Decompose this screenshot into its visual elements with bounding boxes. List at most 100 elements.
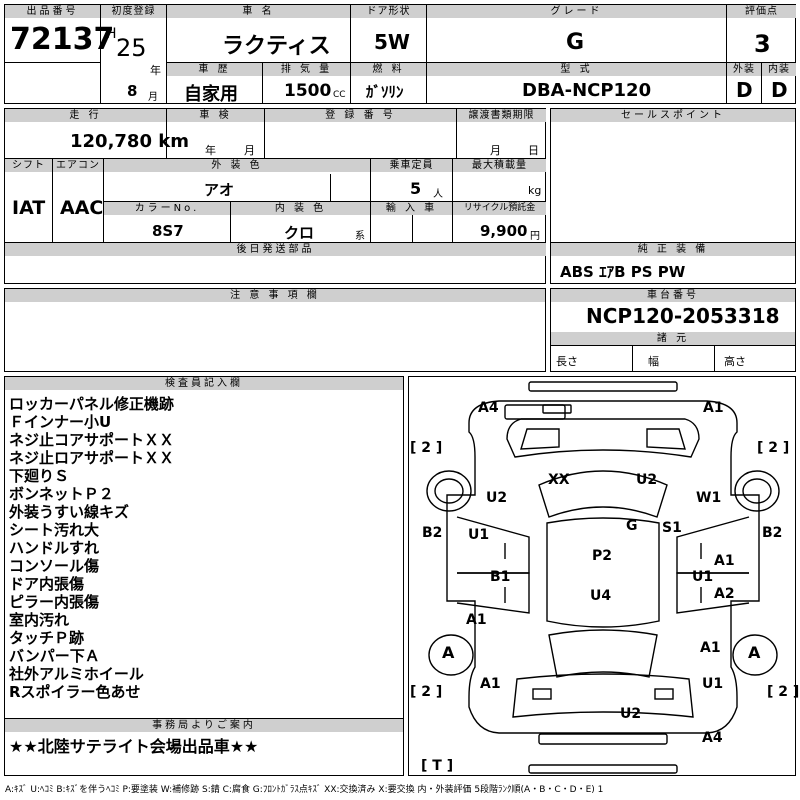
damage-mark: [ 2 ]	[757, 440, 790, 456]
chassis-block	[550, 288, 796, 372]
caution-block	[4, 288, 546, 372]
damage-mark: U4	[590, 588, 612, 604]
door-label: ドア形状	[351, 5, 426, 18]
width-label: 幅	[648, 355, 659, 368]
inspector-note-line: ドア内張傷	[9, 575, 85, 593]
damage-mark: [ 2 ]	[767, 684, 800, 700]
equipment-label: 純 正 装 備	[551, 243, 795, 256]
lot-no-label: 出品番号	[5, 5, 100, 18]
damage-mark: A4	[478, 400, 499, 416]
inspector-note-line: Ｆインナー小U	[9, 413, 112, 431]
equipment: ABS ｴｱB PS PW	[560, 263, 686, 281]
model: DBA-NCP120	[522, 80, 652, 101]
grade: G	[566, 30, 585, 55]
max-load-unit: kg	[528, 184, 542, 197]
chassis-label: 車台番号	[551, 289, 795, 302]
damage-mark: S1	[662, 520, 682, 536]
import-label: 輸 入 車	[371, 202, 452, 215]
grade-label: グレード	[427, 5, 726, 18]
fuel: ｶﾞｿﾘﾝ	[366, 83, 404, 101]
inspector-note-line: タッチＰ跡	[9, 629, 85, 647]
damage-mark: A1	[480, 676, 501, 692]
transfer-month-unit: 月	[490, 144, 501, 157]
door-type: 5W	[374, 30, 410, 54]
inspection-label: 車 検	[167, 109, 264, 122]
transfer-day-unit: 日	[528, 144, 539, 157]
damage-mark: B1	[490, 569, 511, 585]
header-block	[4, 4, 796, 104]
inspector-note-line: Rスポイラー色あせ	[9, 683, 141, 701]
car-outline-drawing	[426, 381, 780, 774]
damage-mark: P2	[592, 548, 613, 564]
capacity: 5	[410, 179, 422, 198]
ext-color-label: 外 装 色	[104, 159, 370, 172]
max-load-label: 最大積載量	[453, 159, 546, 172]
shift: IAT	[12, 197, 46, 219]
damage-mark: [ 2 ]	[410, 440, 443, 456]
dims-label: 諸 元	[551, 332, 795, 345]
transfer-deadline-label: 譲渡書類期限	[457, 109, 546, 122]
inspection-month-unit: 月	[244, 144, 255, 157]
damage-mark: U2	[486, 490, 508, 506]
damage-mark: B2	[762, 525, 783, 541]
ext-grade-label: 外装	[727, 63, 761, 76]
sales-point-block	[550, 108, 796, 284]
damage-mark: [ T ]	[421, 758, 454, 774]
inspector-note-line: 下廻りＳ	[9, 467, 70, 485]
damage-mark: U2	[636, 472, 658, 488]
car-name-label: 車 名	[167, 5, 350, 18]
ac-label: エアコン	[53, 159, 103, 172]
int-color-unit: 系	[355, 231, 365, 242]
inspector-note-line: 社外アルミホイール	[9, 665, 144, 683]
caution-label: 注 意 事 項 欄	[5, 289, 545, 302]
damage-mark: A	[748, 643, 761, 662]
inspector-note-line: バンパー下Ａ	[9, 647, 100, 665]
height-label: 高さ	[724, 355, 746, 368]
model-label: 型 式	[427, 63, 726, 76]
ac: AAC	[60, 197, 104, 219]
capacity-unit: 人	[433, 189, 443, 200]
era: H	[106, 26, 117, 42]
damage-mark: A1	[703, 400, 724, 416]
damage-mark: W1	[696, 490, 722, 506]
color-no-label: カラーNo.	[104, 202, 230, 215]
shift-label: シフト	[5, 159, 52, 172]
reg-year: 25	[116, 34, 147, 62]
damage-mark: A4	[702, 730, 723, 746]
history-label: 車 歴	[167, 63, 262, 76]
history: 自家用	[184, 84, 238, 105]
inspector-note-line: ネジ止ロアサポートＸＸ	[9, 449, 175, 467]
inspector-note-line: ハンドルすれ	[9, 539, 100, 557]
inspector-note-line: ボンネットＰ２	[9, 485, 114, 503]
inspector-label: 検査員記入欄	[5, 377, 403, 390]
inspector-note-line: コンソール傷	[9, 557, 100, 575]
damage-legend: A:ｷｽﾞ U:ﾍｺﾐ B:ｷｽﾞを伴うﾍｺﾐ P:要塗装 W:補修跡 S:錆 …	[5, 785, 604, 795]
vehicle-info-block	[4, 108, 546, 284]
year-unit: 年	[150, 64, 161, 77]
recycle-label: リサイクル預託金	[453, 202, 546, 215]
inspector-note-line: ロッカーパネル修正機跡	[9, 395, 174, 413]
color-no: 8S7	[152, 222, 184, 240]
displacement-unit: CC	[333, 90, 346, 100]
damage-mark: A	[442, 643, 455, 662]
int-color: クロ	[284, 224, 315, 242]
length-label: 長さ	[556, 355, 578, 368]
month-unit: 月	[148, 92, 158, 103]
damage-mark: B2	[422, 525, 443, 541]
first-reg-label: 初度登録	[101, 5, 166, 18]
int-color-label: 内 装 色	[231, 202, 370, 215]
recycle-unit: 円	[530, 231, 540, 242]
inspection-year-unit: 年	[205, 144, 216, 157]
sales-point-label: セールスポイント	[551, 109, 795, 122]
office-note: ★★北陸サテライト会場出品車★★	[9, 737, 259, 756]
displacement: 1500	[284, 81, 332, 101]
inspector-note-line: ピラー内張傷	[9, 593, 100, 611]
inspector-note-line: シート汚れ大	[9, 521, 100, 539]
score-label: 評価点	[727, 5, 796, 18]
fuel-label: 燃 料	[351, 63, 426, 76]
ext-color: アオ	[204, 181, 235, 199]
damage-mark: U1	[468, 527, 490, 543]
capacity-label: 乗車定員	[371, 159, 452, 172]
reg-no-label: 登 録 番 号	[265, 109, 456, 122]
score: 3	[754, 30, 771, 58]
